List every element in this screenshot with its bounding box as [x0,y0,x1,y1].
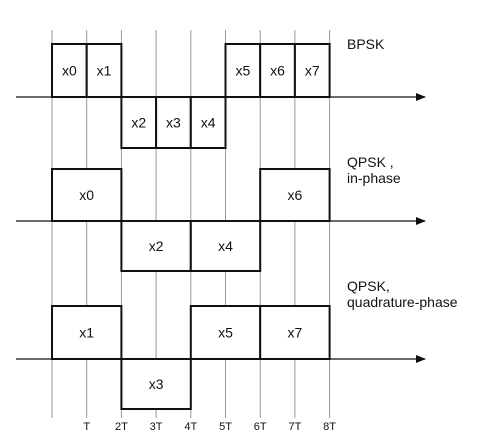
symbol-box [51,305,123,360]
time-tick-label: 5T [219,421,232,433]
symbol-box [189,305,262,360]
symbol-label: x1 [79,325,94,341]
modulation-label: BPSK [347,36,385,52]
symbol-box [120,358,192,410]
symbol-label: x2 [149,238,164,254]
signal-row-bpsk: x0 x1 x2 x3 x4 x5 x6 x7 BPSK [16,36,426,149]
symbol-box [259,168,331,222]
time-tick-label: 8T [323,421,336,433]
symbol-box [85,43,123,98]
signal-row-qpsk-in-phase: x0 x2 x4 x6 QPSK ,in-phase [16,154,426,272]
symbol-label: x3 [166,115,181,131]
symbol-box [189,220,262,272]
symbol-label: x1 [97,63,112,79]
time-tick-label: 4T [184,421,197,433]
symbol-label: x0 [62,63,77,79]
symbol-label: x7 [305,63,320,79]
symbol-box [259,43,296,98]
time-tick-label: T [83,421,90,433]
symbol-box [51,168,123,222]
symbol-label: x5 [218,325,233,341]
symbol-box [259,305,331,360]
modulation-label: QPSK, [347,278,390,294]
symbol-box [155,96,192,149]
time-tick-label: 2T [115,421,128,433]
symbol-label: x7 [288,325,303,341]
symbol-label: x6 [288,187,303,203]
symbol-label: x4 [201,115,216,131]
symbol-box [189,96,227,149]
symbol-label: x2 [131,115,146,131]
time-tick-label: 7T [288,421,301,433]
symbol-box [120,96,158,149]
symbol-label: x5 [235,63,250,79]
modulation-label: QPSK , [347,154,394,170]
time-tick-label: 3T [150,421,163,433]
time-tick-label: 6T [254,421,267,433]
symbol-label: x4 [218,238,233,254]
symbol-box [224,43,262,98]
symbol-box [293,43,331,98]
symbol-label: x0 [79,187,94,203]
symbol-label: x3 [149,376,164,392]
modulation-label: in-phase [347,170,401,186]
signal-row-qpsk-quadrature-phase: x1 x3 x5 x7 QPSK,quadrature-phase [16,278,458,410]
symbol-label: x6 [270,63,285,79]
modulation-label: quadrature-phase [347,294,458,310]
